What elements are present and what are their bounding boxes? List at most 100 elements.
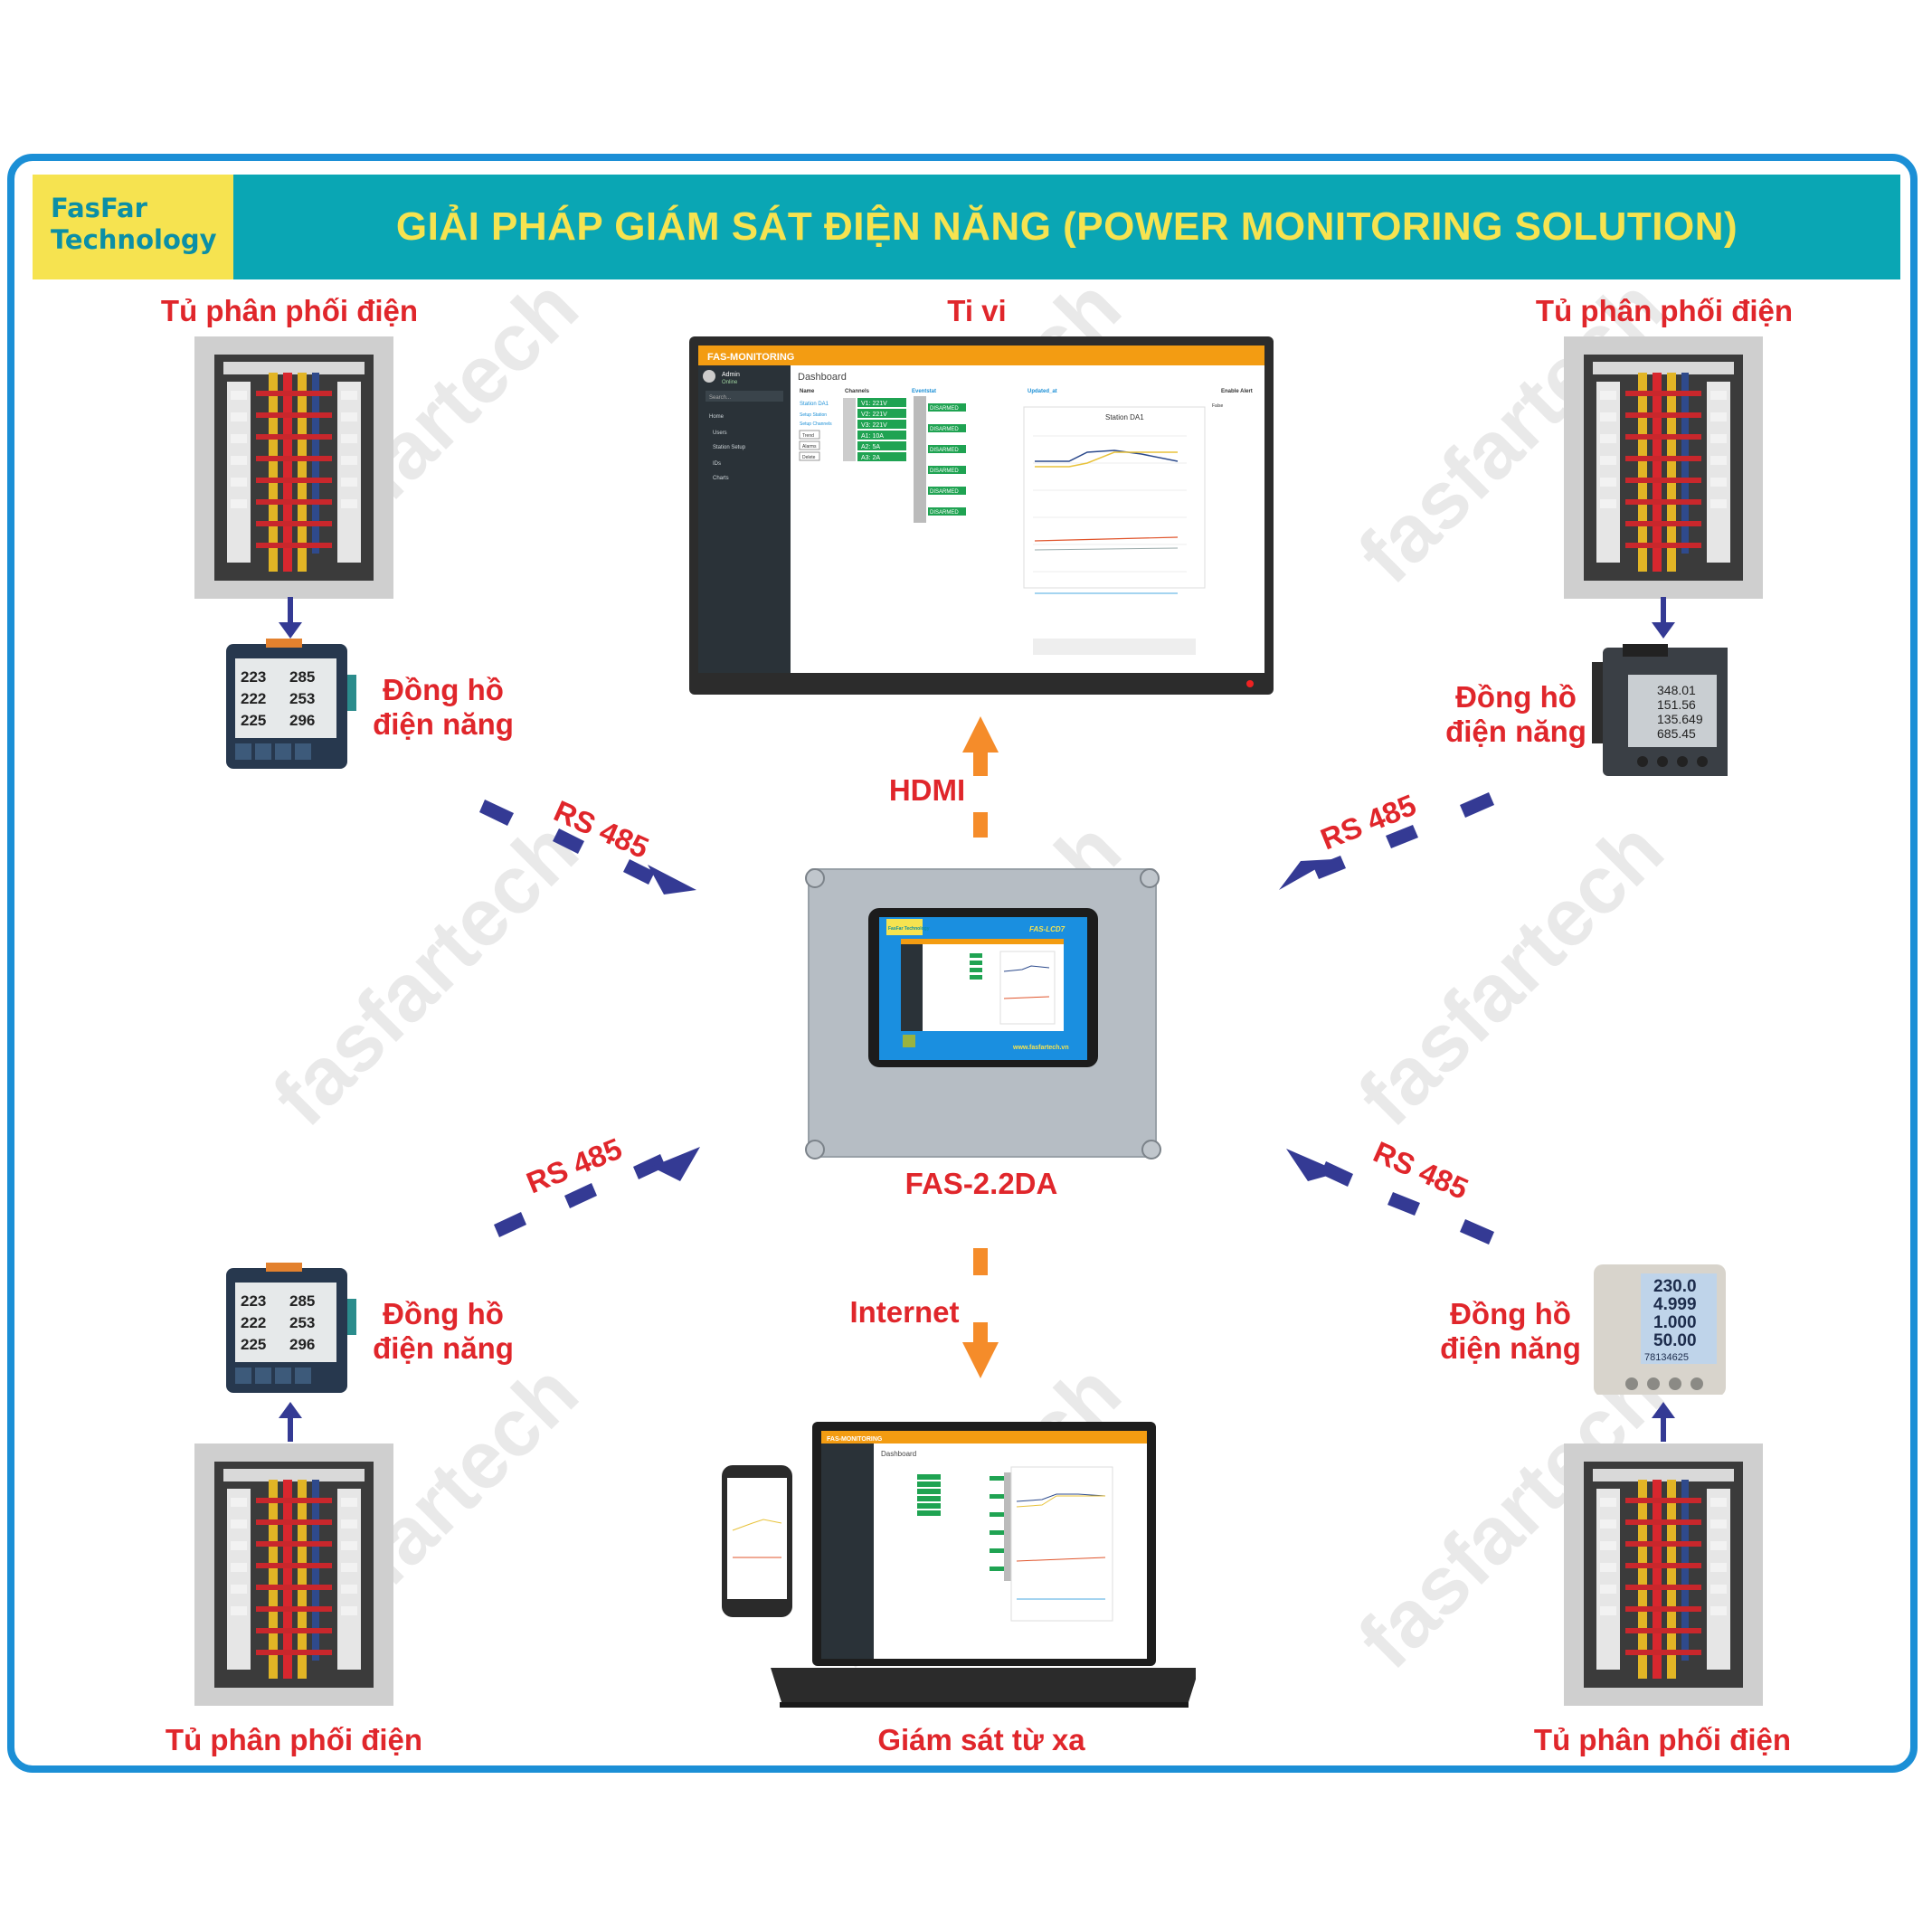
- distribution-cabinet-bottom-left: [194, 1444, 393, 1706]
- cabinet-label-bottom-left: Tủ phân phối điện: [165, 1723, 423, 1756]
- meter-reading: 1.000: [1653, 1313, 1697, 1332]
- fas-lcd7-panel: FasFar Technology FAS-LCD7 www.fasfartec…: [868, 908, 1098, 1067]
- table-header: Channels: [845, 389, 870, 394]
- search-input: Search...: [709, 395, 731, 401]
- alarms-button: Alarms: [802, 444, 817, 450]
- energy-meter-pm-top-right: 348.01 151.56 135.649 685.45: [1592, 644, 1728, 776]
- meter-reading: 296: [289, 712, 315, 729]
- state-badge: [928, 403, 966, 412]
- energy-meter-em07-bottom-left: 223 222 225 285 253 296: [226, 1263, 356, 1393]
- meter-reading: 253: [289, 1314, 315, 1331]
- meter-label-line2: điện năng: [373, 707, 514, 741]
- menu-item: Users: [713, 431, 727, 436]
- rs485-label-top-right: RS 485: [1316, 788, 1421, 857]
- enable-alert-value: False: [1212, 403, 1223, 409]
- meter-reading: 50.00: [1653, 1331, 1697, 1350]
- channel-value: V1: 221V: [861, 401, 887, 407]
- outer-frame: [7, 154, 1918, 1773]
- table-header: Enable Alert: [1221, 389, 1253, 394]
- app-title: FAS-MONITORING: [707, 352, 794, 363]
- hdmi-arrow: [962, 716, 999, 838]
- meter-label-line2: điện năng: [1440, 1331, 1581, 1365]
- cabinet-label-bottom-right: Tủ phân phối điện: [1533, 1723, 1792, 1756]
- logo: FasFar Technology: [33, 175, 233, 279]
- state-value: DISARMED: [930, 510, 959, 516]
- tv-label: Ti vi: [947, 294, 1007, 327]
- arrow-up-icon: [1652, 1402, 1675, 1442]
- remote-monitoring-label: Giám sát từ xa: [877, 1723, 1085, 1756]
- meter-label-top-right: Đồng hồ điện năng: [1416, 680, 1615, 749]
- panel-model: FAS-LCD7: [1029, 925, 1065, 933]
- state-badge: [928, 445, 966, 453]
- table-header: Name: [800, 389, 815, 394]
- rs485-label-bottom-right: RS 485: [1368, 1135, 1473, 1207]
- rs485-arrow-bottom-right: [1286, 1149, 1494, 1245]
- state-value: DISARMED: [930, 489, 959, 495]
- rs485-arrow-bottom-left: [494, 1147, 700, 1237]
- meter-reading: 223: [241, 668, 266, 686]
- delete-button: Delete: [802, 455, 816, 460]
- distribution-cabinet-bottom-right: [1564, 1444, 1763, 1706]
- arrow-down-icon: [1652, 597, 1675, 639]
- meter-reading: 222: [241, 1314, 266, 1331]
- meter-reading: 4.999: [1653, 1295, 1697, 1314]
- hdmi-label: HDMI: [888, 773, 966, 807]
- trend-button: Trend: [802, 433, 814, 439]
- title-banner: [33, 175, 1900, 279]
- meter-reading: 225: [241, 1336, 266, 1353]
- meter-reading: 285: [289, 668, 315, 686]
- laptop-and-phone: FAS-MONITORING Dashboard: [722, 1422, 1196, 1708]
- channel-badge: [857, 431, 906, 440]
- laptop-dashboard-heading: Dashboard: [881, 1450, 916, 1458]
- rs485-label-bottom-left: RS 485: [522, 1131, 627, 1200]
- meter-reading: 225: [241, 712, 266, 729]
- meter-reading: 78134625: [1644, 1352, 1689, 1363]
- channel-value: A2: 5A: [861, 444, 880, 450]
- state-value: DISARMED: [930, 427, 959, 432]
- channel-value: A1: 10A: [861, 433, 884, 440]
- user-status: Online: [722, 380, 738, 385]
- state-value: DISARMED: [930, 469, 959, 474]
- distribution-cabinet-top-left: [194, 336, 393, 599]
- meter-reading: 230.0: [1653, 1277, 1697, 1296]
- channel-badge: [857, 420, 906, 429]
- chart-title: Station DA1: [1105, 413, 1144, 421]
- meter-label-line1: Đồng hồ: [1455, 680, 1577, 714]
- meter-label-bottom-left: Đồng hồ điện năng: [344, 1297, 543, 1366]
- meter-reading: 223: [241, 1292, 266, 1310]
- rs485-arrow-top-right: [1279, 792, 1494, 890]
- logo-line-1: FasFar: [51, 193, 147, 223]
- channel-value: V3: 221V: [861, 422, 887, 429]
- channel-badge: [857, 441, 906, 450]
- channel-badge: [857, 398, 906, 407]
- table-header: Eventstat: [912, 389, 936, 394]
- station-link: Setup Channels: [800, 421, 832, 427]
- screw-icon: [1141, 1140, 1161, 1160]
- meter-reading: 222: [241, 690, 266, 707]
- cabinet-label-top-right: Tủ phân phối điện: [1535, 294, 1794, 327]
- meter-reading: 151.56: [1657, 697, 1696, 712]
- state-badge: [928, 424, 966, 432]
- meter-reading: 296: [289, 1336, 315, 1353]
- panel-url: www.fasfartech.vn: [1012, 1045, 1069, 1051]
- rs485-label-top-left: RS 485: [549, 794, 654, 866]
- screw-icon: [805, 868, 825, 888]
- station-name: Station DA1: [800, 402, 829, 407]
- menu-item: IDs: [713, 461, 721, 467]
- arrow-up-icon: [279, 1402, 302, 1442]
- meter-label-line1: Đồng hồ: [1450, 1297, 1571, 1330]
- channel-value: V2: 221V: [861, 412, 887, 418]
- channel-badge: [857, 452, 906, 461]
- meter-label-bottom-right: Đồng hồ điện năng: [1411, 1297, 1610, 1366]
- state-badge: [928, 487, 966, 495]
- meter-reading: 253: [289, 690, 315, 707]
- meter-reading: 285: [289, 1292, 315, 1310]
- dashboard-heading: Dashboard: [798, 372, 847, 383]
- distribution-cabinet-top-right: [1564, 336, 1763, 599]
- table-header: Updated_at: [1028, 389, 1057, 394]
- meter-reading: 348.01: [1657, 683, 1696, 697]
- menu-item: Home: [709, 414, 724, 420]
- arrow-down-icon: [279, 597, 302, 639]
